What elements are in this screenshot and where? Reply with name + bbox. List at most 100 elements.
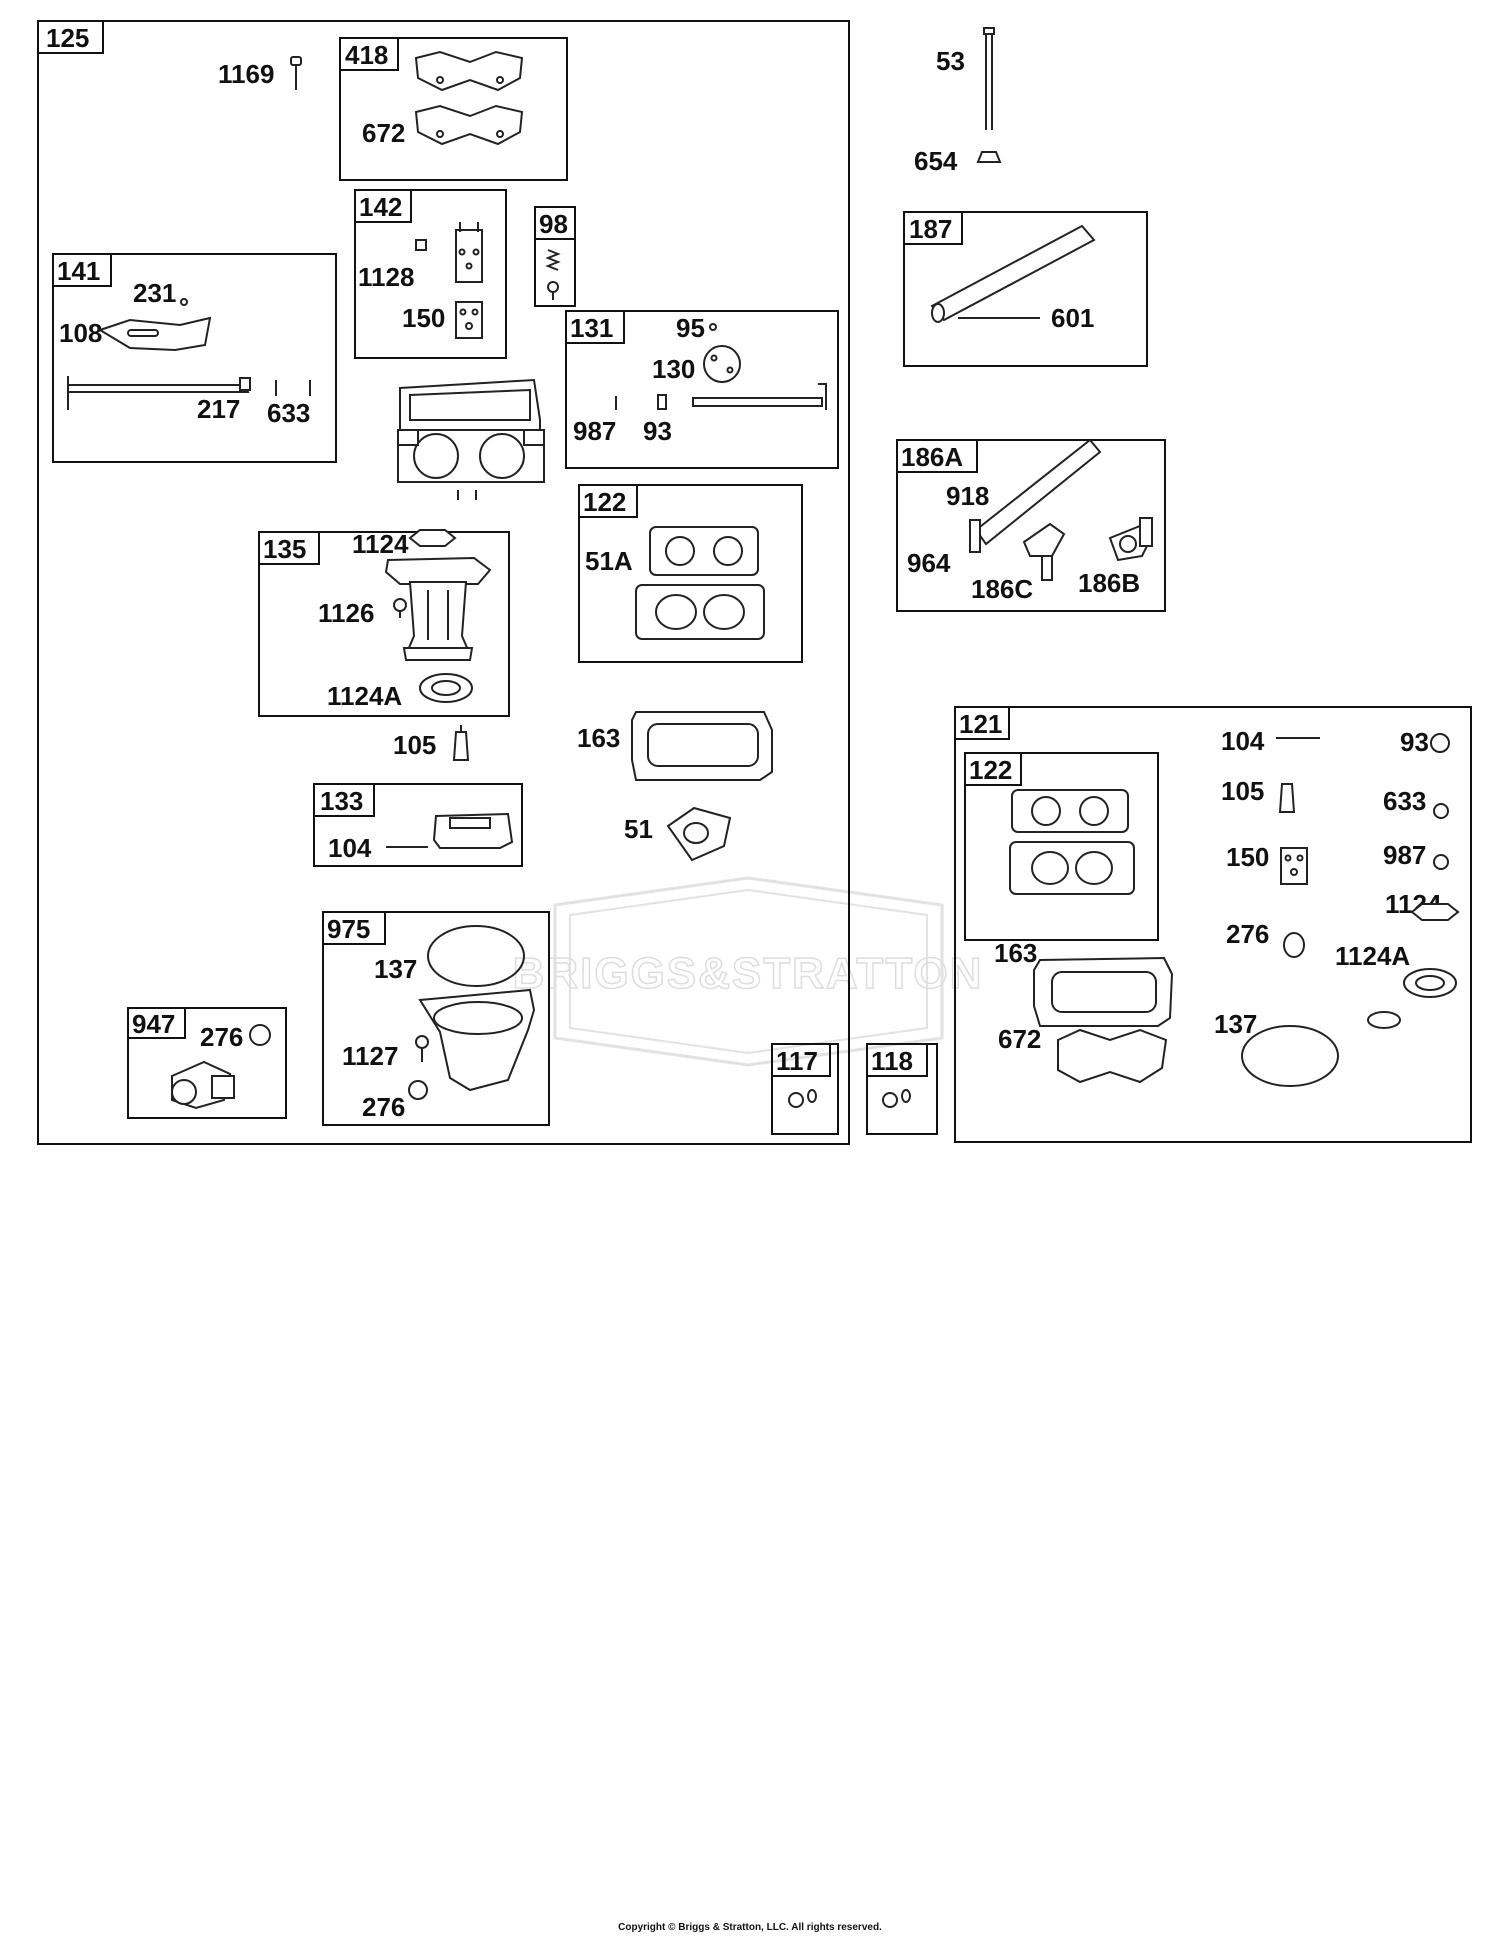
label-105-kit: 105 bbox=[1221, 776, 1264, 806]
needle-105-icon bbox=[452, 725, 470, 761]
box-418 bbox=[339, 37, 568, 181]
box-187 bbox=[903, 211, 1148, 367]
label-1126: 1126 bbox=[318, 598, 374, 628]
label-105: 105 bbox=[393, 730, 436, 760]
box-125 bbox=[37, 20, 850, 1145]
label-53: 53 bbox=[936, 46, 965, 76]
watermark-text: BRIGGS&STRATTON bbox=[513, 949, 984, 998]
label-987: 987 bbox=[573, 416, 616, 446]
label-104-kit: 104 bbox=[1221, 726, 1265, 756]
spring-98-icon bbox=[545, 249, 561, 300]
box-117-tag: 117 bbox=[776, 1046, 818, 1076]
label-964: 964 bbox=[907, 548, 951, 578]
part-labels: 1169 672 1128 150 231 108 217 633 95 130… bbox=[59, 46, 1442, 1122]
label-108: 108 bbox=[59, 318, 102, 348]
box-122-upper-tag: 122 bbox=[583, 487, 626, 517]
fuel-bowl-135-icon bbox=[384, 529, 492, 703]
screw-1169-icon bbox=[290, 56, 302, 90]
label-186B: 186B bbox=[1078, 568, 1140, 598]
bracket-142-icon bbox=[415, 222, 483, 339]
label-163: 163 bbox=[577, 723, 620, 753]
box-98-tag: 98 bbox=[539, 209, 568, 239]
box-121 bbox=[954, 706, 1472, 1143]
label-633-kit: 633 bbox=[1383, 786, 1426, 816]
box-947-tag: 947 bbox=[132, 1009, 175, 1039]
label-51: 51 bbox=[624, 814, 653, 844]
label-104: 104 bbox=[328, 833, 372, 863]
label-987-kit: 987 bbox=[1383, 840, 1426, 870]
label-93-kit: 93 bbox=[1400, 727, 1429, 757]
box-141-tag: 141 bbox=[57, 256, 100, 286]
label-654: 654 bbox=[914, 146, 958, 176]
float-133-icon bbox=[386, 812, 514, 849]
label-633: 633 bbox=[267, 398, 310, 428]
label-137-kit: 137 bbox=[1214, 1009, 1257, 1039]
label-163-kit: 163 bbox=[994, 938, 1037, 968]
box-135 bbox=[258, 531, 510, 717]
label-672: 672 bbox=[362, 118, 405, 148]
gasket-163-icon bbox=[631, 711, 773, 781]
box-131 bbox=[565, 310, 839, 469]
box-125-tag: 125 bbox=[46, 23, 89, 53]
box-133 bbox=[313, 783, 523, 867]
label-217: 217 bbox=[197, 394, 240, 424]
label-1127: 1127 bbox=[342, 1041, 398, 1071]
box-122-lower-tag: 122 bbox=[969, 755, 1012, 785]
label-1169: 1169 bbox=[218, 59, 274, 89]
label-276-kit: 276 bbox=[1226, 919, 1269, 949]
gasket-51-icon bbox=[666, 806, 732, 862]
label-1124A: 1124A bbox=[327, 681, 402, 711]
box-131-tag: 131 bbox=[570, 313, 613, 343]
copyright-notice: Copyright © Briggs & Stratton, LLC. All … bbox=[618, 1922, 882, 1933]
bowl-975-icon bbox=[408, 925, 536, 1100]
box-121-tag: 121 bbox=[959, 709, 1002, 739]
box-133-tag: 133 bbox=[320, 786, 363, 816]
label-93: 93 bbox=[643, 416, 672, 446]
label-231: 231 bbox=[133, 278, 176, 308]
label-150: 150 bbox=[402, 303, 445, 333]
label-51A: 51A bbox=[585, 546, 633, 576]
lever-141-icon bbox=[67, 298, 311, 410]
gasket-122-lower-icon bbox=[1009, 789, 1135, 895]
box-975 bbox=[322, 911, 550, 1126]
label-186C: 186C bbox=[971, 574, 1033, 604]
kit-121-small-parts-icon bbox=[1033, 733, 1460, 1087]
gasket-122-upper-icon bbox=[635, 526, 765, 640]
label-130: 130 bbox=[652, 354, 695, 384]
gasket-672-icon bbox=[414, 104, 524, 146]
label-150-kit: 150 bbox=[1226, 842, 1269, 872]
box-122-lower bbox=[964, 752, 1159, 941]
plate-418-icon bbox=[414, 50, 524, 92]
label-672-kit: 672 bbox=[998, 1024, 1041, 1054]
shaft-131-icon bbox=[615, 323, 827, 410]
label-1128: 1128 bbox=[358, 262, 414, 292]
label-601: 601 bbox=[1051, 303, 1094, 333]
carburetor-body-icon bbox=[397, 378, 545, 500]
box-122-upper bbox=[578, 484, 803, 663]
label-276: 276 bbox=[362, 1092, 405, 1122]
label-918: 918 bbox=[946, 481, 989, 511]
box-947 bbox=[127, 1007, 287, 1119]
box-118-tag: 118 bbox=[871, 1046, 913, 1076]
box-418-tag: 418 bbox=[345, 40, 388, 70]
box-142 bbox=[354, 189, 507, 359]
box-135-tag: 135 bbox=[263, 534, 306, 564]
screw-118-icon bbox=[882, 1089, 911, 1108]
box-186A-tag: 186A bbox=[901, 442, 963, 472]
label-1124A-kit: 1124A bbox=[1335, 941, 1410, 971]
box-142-tag: 142 bbox=[359, 192, 402, 222]
label-1124: 1124 bbox=[352, 529, 409, 559]
screw-117-icon bbox=[788, 1089, 817, 1108]
label-95: 95 bbox=[676, 313, 705, 343]
box-186A bbox=[896, 439, 1166, 612]
watermark-logo: BRIGGS&STRATTON bbox=[512, 876, 984, 1067]
label-137: 137 bbox=[374, 954, 417, 984]
tube-187-icon bbox=[930, 224, 1096, 323]
box-975-tag: 975 bbox=[327, 914, 370, 944]
solenoid-947-icon bbox=[171, 1024, 271, 1110]
shaft-53-icon bbox=[976, 27, 1002, 163]
box-141 bbox=[52, 253, 337, 463]
box-187-tag: 187 bbox=[909, 214, 952, 244]
fuel-pump-186A-icon bbox=[969, 438, 1153, 581]
